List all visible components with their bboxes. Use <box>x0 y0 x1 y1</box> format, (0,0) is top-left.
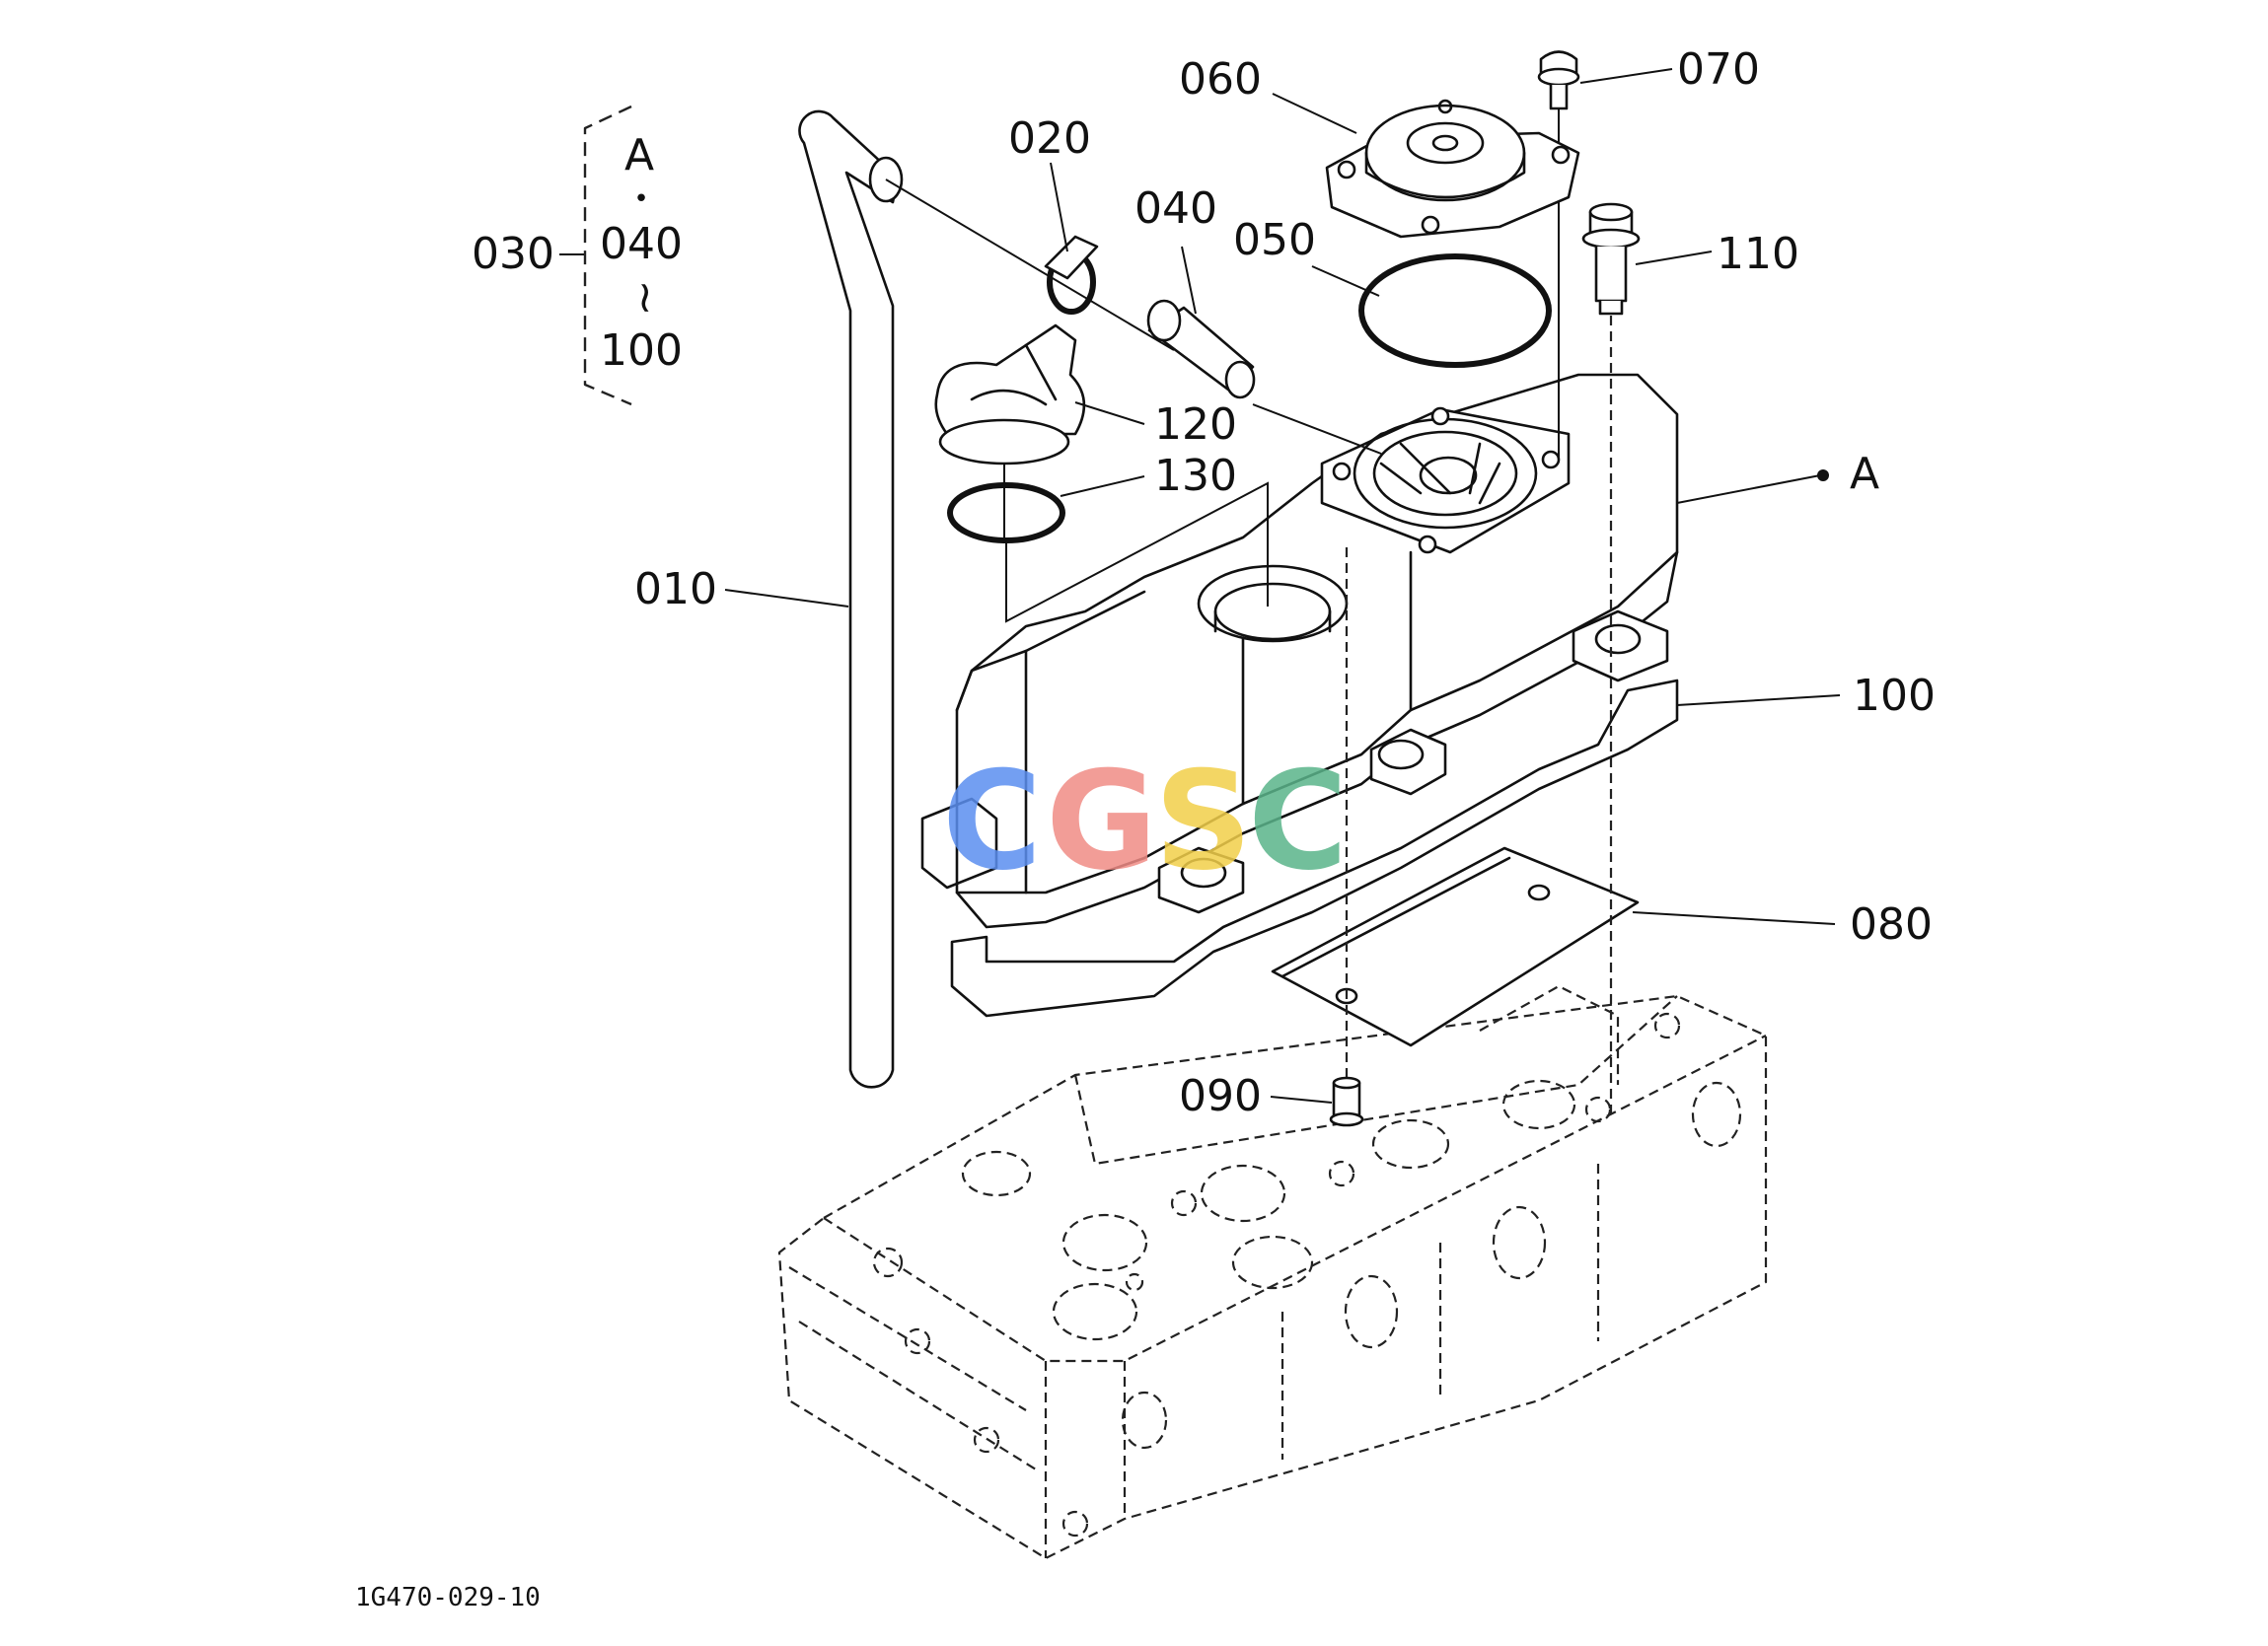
watermark-letter-2: G <box>1046 742 1157 900</box>
breather-o-ring <box>1358 253 1552 368</box>
bolt-070 <box>1537 50 1580 110</box>
breather-cover <box>1325 99 1580 239</box>
cover-plate-bend <box>1280 856 1511 978</box>
callout-070: 070 <box>1677 44 1760 95</box>
stud-090 <box>1329 1076 1364 1127</box>
bracket-dot: • <box>633 184 648 214</box>
watermark-letter-4: C <box>1248 742 1348 900</box>
watermark-letter-3: S <box>1154 742 1252 900</box>
callout-080: 080 <box>1850 899 1933 950</box>
callout-100: 100 <box>1853 671 1936 721</box>
cylinder-head-outline <box>777 984 1768 1560</box>
callout-090: 090 <box>1179 1071 1262 1121</box>
cap-axis <box>1005 481 1269 623</box>
breather-pipe <box>1146 299 1256 399</box>
oil-filler-cap <box>934 323 1086 537</box>
drawing-code: 1G470-029-10 <box>355 1583 541 1612</box>
hose-clamp <box>1044 235 1099 315</box>
ref-a-dot <box>1817 469 1829 481</box>
callout-030: 030 <box>472 229 554 279</box>
bracket-top: A <box>624 130 654 180</box>
leader-lines <box>559 68 1841 1104</box>
bracket-to: 100 <box>600 325 683 376</box>
callout-120: 120 <box>1154 399 1237 450</box>
callout-110: 110 <box>1717 229 1799 279</box>
breather-hose <box>798 109 1382 1089</box>
assembly-bracket <box>583 105 632 406</box>
watermark-letter-1: C <box>942 742 1042 900</box>
callout-ref-a: A <box>1850 449 1879 499</box>
callout-130: 130 <box>1154 451 1237 501</box>
callout-010: 010 <box>634 564 717 614</box>
cgsc-watermark: C G S C <box>942 742 1348 900</box>
bracket-from: 040 <box>600 219 683 269</box>
valve-cover <box>920 373 1679 929</box>
bolt-110 <box>1581 202 1641 316</box>
callout-060: 060 <box>1179 54 1262 105</box>
callout-050: 050 <box>1233 215 1316 265</box>
callout-labels: 010 020 030 040 050 060 070 080 090 100 … <box>355 44 1936 1612</box>
cap-o-ring <box>947 482 1065 543</box>
callout-020: 020 <box>1008 113 1091 164</box>
plate-hole-right <box>1527 884 1551 901</box>
cover-gasket <box>950 679 1679 1018</box>
callout-040: 040 <box>1134 183 1217 234</box>
bracket-tilde: ~ <box>621 280 671 317</box>
